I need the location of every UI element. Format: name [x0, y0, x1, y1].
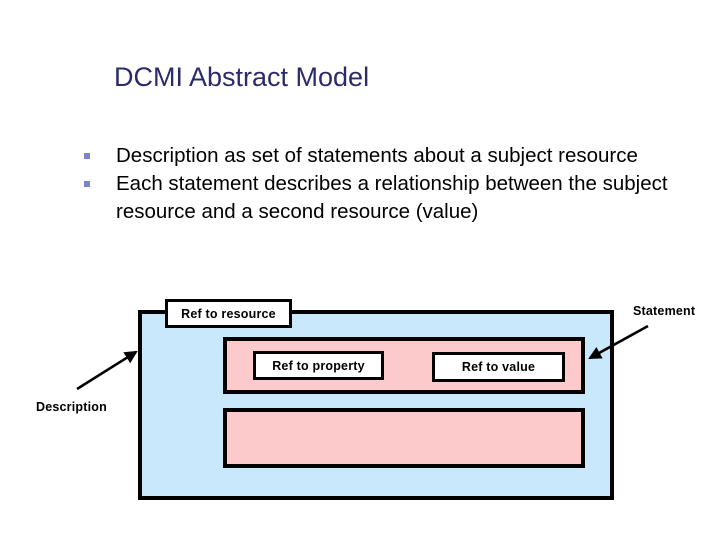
ref-to-property-box: Ref to property	[253, 351, 384, 380]
ref-to-value-box: Ref to value	[432, 352, 565, 382]
ref-to-resource-box: Ref to resource	[165, 299, 292, 328]
bullet-marker-icon	[84, 181, 90, 187]
bullet-item-text: Each statement describes a relationship …	[116, 172, 668, 223]
statement-box-2	[223, 408, 585, 468]
bullet-list: Description as set of statements about a…	[78, 142, 678, 226]
page-title: DCMI Abstract Model	[114, 62, 370, 92]
callout-label-statement: Statement	[633, 304, 696, 318]
description-callout-arrow	[76, 350, 138, 391]
bullet-item-1: Description as set of statements about a…	[78, 142, 678, 170]
bullet-marker-icon	[84, 153, 90, 159]
callout-label-description: Description	[36, 400, 107, 414]
bullet-item-text: Description as set of statements about a…	[116, 144, 638, 167]
bullet-item-2: Each statement describes a relationship …	[78, 170, 678, 226]
